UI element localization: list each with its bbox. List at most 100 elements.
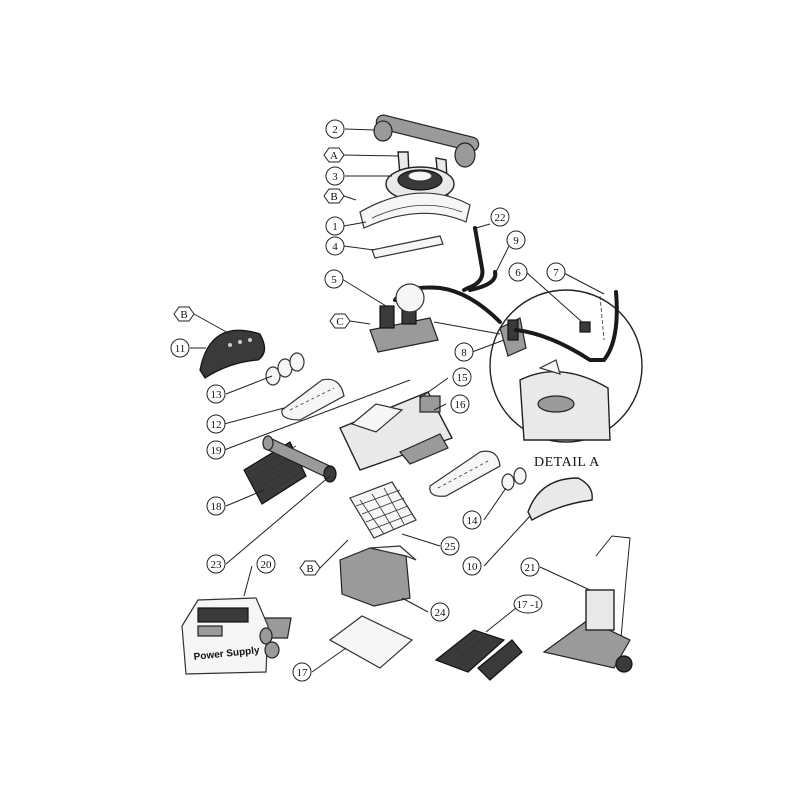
callout-22: 22: [490, 207, 510, 227]
right-side-panel-part: [527, 477, 593, 521]
callout-text: 13: [211, 389, 223, 401]
wheel-pair-right-part: [501, 467, 527, 491]
filter-tray-part: [250, 615, 414, 669]
callout-shape: [170, 338, 190, 358]
callout-C: C: [329, 313, 351, 329]
callout-shape: [206, 554, 226, 574]
callout-text: 17: [297, 667, 309, 679]
filter-bag-part: [339, 545, 417, 607]
callout-10: 10: [462, 556, 482, 576]
callout-14: 14: [462, 510, 482, 530]
callout-text: 3: [332, 171, 338, 183]
detail-a-view: DETAIL A: [489, 289, 643, 470]
callout-1: 1: [325, 216, 345, 236]
callout-21: 21: [520, 557, 540, 577]
callout-text: B: [306, 563, 313, 575]
callout-text: 5: [331, 274, 337, 286]
wheel-pair-left-part: [265, 352, 305, 386]
motor-unit-part: [369, 283, 502, 353]
callout-shape: [462, 510, 482, 530]
callout-B: B: [173, 306, 195, 322]
leader-lines: [190, 128, 605, 673]
callout-2: 2: [325, 119, 345, 139]
callout-17: 17: [292, 662, 312, 682]
callout-shape: [513, 594, 543, 614]
callout-shape: [325, 236, 345, 256]
callout-19: 19: [206, 440, 226, 460]
callout-shape: [450, 394, 470, 414]
callout-text: 7: [553, 267, 559, 279]
callout-text: 10: [467, 561, 479, 573]
callout-text: 4: [332, 241, 338, 253]
track-right-part: [429, 450, 501, 497]
callout-shape: [546, 262, 566, 282]
callout-text: 17 -1: [517, 599, 540, 611]
callout-shape: [206, 440, 226, 460]
callout-text: 20: [261, 559, 273, 571]
callout-shape: [206, 384, 226, 404]
callout-18: 18: [206, 496, 226, 516]
callout-17-1: 17 -1: [513, 594, 543, 614]
callout-B: B: [323, 188, 345, 204]
chassis-part: [339, 391, 453, 471]
callout-shape: [325, 119, 345, 139]
callout-9: 9: [506, 230, 526, 250]
callout-shape: [506, 230, 526, 250]
callout-24: 24: [430, 602, 450, 622]
side-panel-part: [199, 329, 266, 379]
callout-text: 18: [211, 501, 223, 513]
callout-shape: [292, 662, 312, 682]
callout-shape: [325, 216, 345, 236]
callout-3: 3: [325, 166, 345, 186]
callout-text: B: [180, 309, 187, 321]
callout-23: 23: [206, 554, 226, 574]
callout-text: 11: [175, 343, 186, 355]
callout-text: A: [330, 150, 338, 162]
callout-text: 6: [515, 267, 521, 279]
callout-text: 21: [525, 562, 536, 574]
callout-shape: [206, 414, 226, 434]
callout-12: 12: [206, 414, 226, 434]
callout-shape: [323, 147, 345, 163]
callout-shape: [508, 262, 528, 282]
callout-shape: [325, 166, 345, 186]
callout-4: 4: [325, 236, 345, 256]
filter-panels-part: [434, 629, 523, 681]
callout-shape: [329, 313, 351, 329]
callout-text: 24: [435, 607, 447, 619]
callout-text: 8: [461, 347, 467, 359]
callout-shape: [520, 557, 540, 577]
callout-25: 25: [440, 536, 460, 556]
power-supply-part: Power Supply: [181, 597, 280, 675]
callout-shape: [173, 306, 195, 322]
callout-text: B: [330, 191, 337, 203]
track-left-part: [281, 378, 345, 421]
callout-8: 8: [454, 342, 474, 362]
callout-shape: [206, 496, 226, 516]
callout-text: 22: [495, 212, 506, 224]
callout-shape: [256, 554, 276, 574]
callout-6: 6: [508, 262, 528, 282]
callout-text: 19: [211, 445, 223, 457]
callout-7: 7: [546, 262, 566, 282]
callout-16: 16: [450, 394, 470, 414]
callout-shape: [490, 207, 510, 227]
callout-text: 12: [211, 419, 222, 431]
callout-15: 15: [452, 367, 472, 387]
filter-basket-part: [349, 481, 417, 539]
callout-text: 25: [445, 541, 457, 553]
top-cover-part: [359, 192, 471, 229]
detail-a-label: DETAIL A: [534, 455, 600, 470]
callout-shape: [323, 188, 345, 204]
callout-shape: [452, 367, 472, 387]
caddy-cart-part: [542, 535, 633, 673]
callout-B: B: [299, 560, 321, 576]
callout-text: C: [336, 316, 343, 328]
callout-shape: [462, 556, 482, 576]
callout-text: 23: [211, 559, 223, 571]
callout-text: 15: [457, 372, 469, 384]
callout-shape: [430, 602, 450, 622]
callout-shape: [299, 560, 321, 576]
